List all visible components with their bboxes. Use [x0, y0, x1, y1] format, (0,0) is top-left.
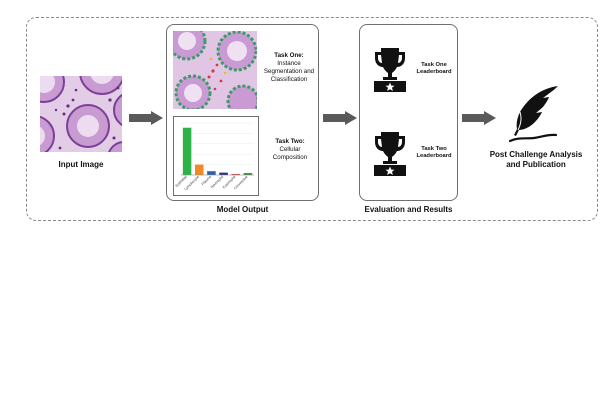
post-challenge-label: Post Challenge Analysis and Publication: [489, 150, 583, 169]
histology-tile-image: [13, 49, 151, 175]
task-two-description: Task Two: Cellular Composition: [262, 138, 318, 162]
trophy-podium-icon: [374, 132, 406, 176]
chart-bar-epithelial: [182, 127, 192, 175]
task-one-description: Task One: Instance Segmentation and Clas…: [259, 52, 319, 84]
segmentation-image: [167, 21, 260, 118]
input-image: [13, 49, 151, 175]
task-one-title: Task One:: [274, 52, 304, 59]
chart-tick-label: Plasma: [201, 175, 212, 186]
input-image-label: Input Image: [58, 160, 104, 169]
evaluation-label: Evaluation and Results: [364, 205, 453, 214]
task-one-text: Instance Segmentation and Classification: [263, 60, 315, 83]
task-one-leaderboard-label: Task One Leaderboard: [416, 62, 452, 75]
arrow-right-icon: [323, 111, 357, 125]
task-two-text: Cellular Composition: [272, 146, 308, 161]
task-two-leaderboard-label: Task Two Leaderboard: [416, 146, 452, 159]
chart-bar-plasma: [207, 171, 216, 175]
pipeline-frame: [26, 17, 598, 221]
arrow-right-icon: [129, 111, 163, 125]
task-two-title: Task Two:: [275, 138, 305, 145]
chart-bar-lymphocyte: [194, 164, 204, 175]
trophy-podium-icon: [374, 48, 406, 92]
model-output-label: Model Output: [216, 205, 269, 214]
chart-bar-eosinophil: [231, 174, 241, 175]
chart-bar-neutrophil: [219, 172, 228, 175]
quill-pen-icon: [508, 86, 558, 143]
arrow-right-icon: [462, 111, 496, 125]
chart-bar-connective: [243, 173, 253, 175]
